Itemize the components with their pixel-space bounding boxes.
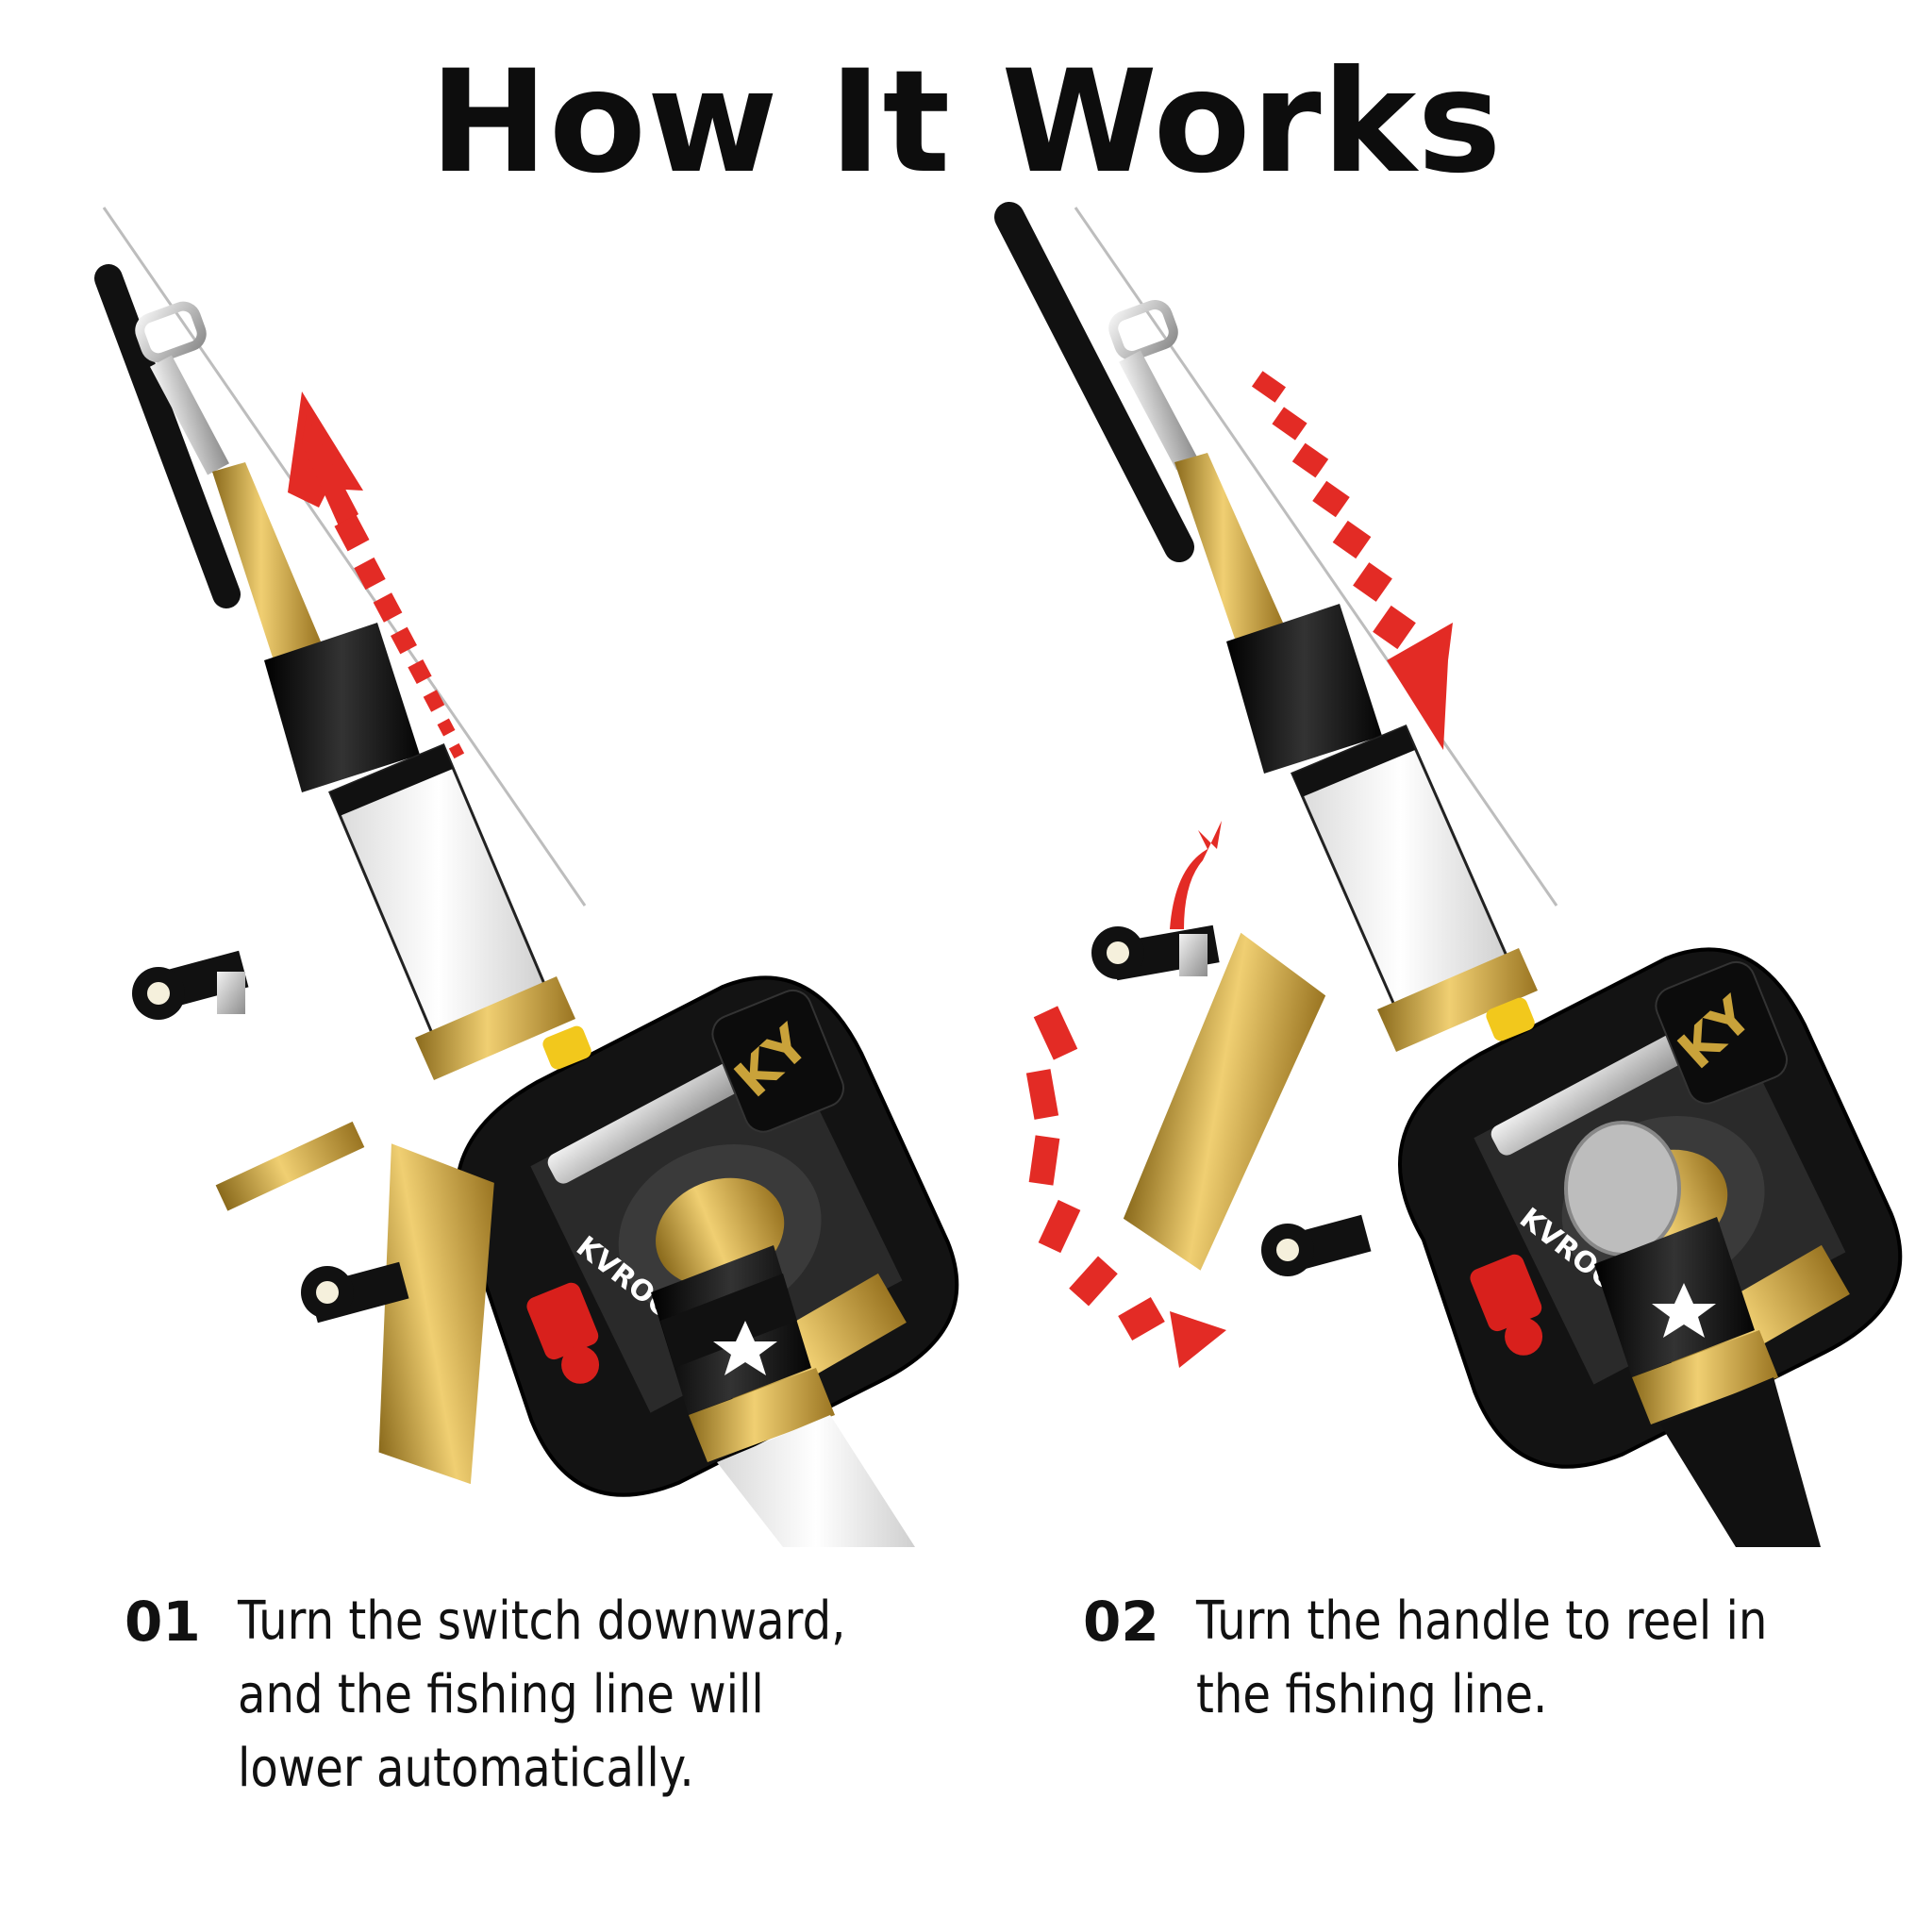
rotation-arrow-icon (1025, 821, 1226, 1368)
step-description: Turn the switch downward, and the fishin… (238, 1591, 846, 1799)
step-2: 02 Turn the handle to reel in the fishin… (1083, 1585, 1913, 1732)
step-description: Turn the handle to reel in the fishing l… (1196, 1591, 1768, 1725)
dashed-arrow-down-icon (1251, 371, 1453, 750)
right-reel-illustration (994, 202, 1932, 1547)
step-number: 01 (125, 1590, 201, 1654)
step-number: 02 (1083, 1590, 1159, 1654)
step-1: 01 Turn the switch downward, and the fis… (125, 1585, 974, 1806)
page-title: How It Works (429, 41, 1503, 205)
left-reel-illustration (94, 207, 996, 1547)
reel-illustrations: KY KVROOK (94, 202, 1932, 1547)
dashed-arrow-up-icon (288, 391, 465, 759)
